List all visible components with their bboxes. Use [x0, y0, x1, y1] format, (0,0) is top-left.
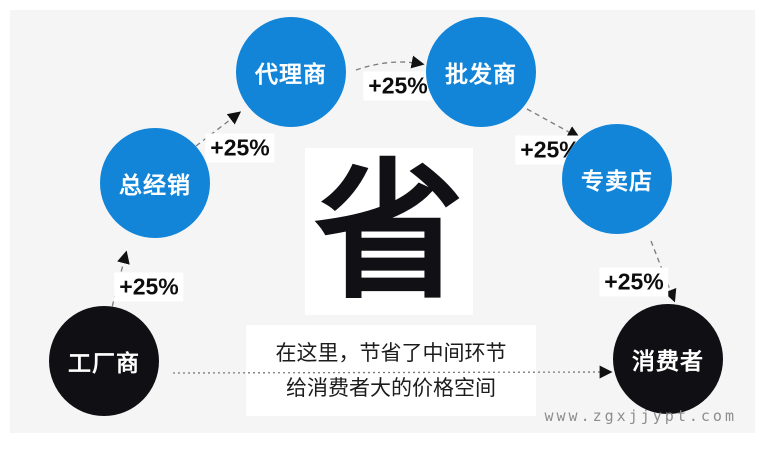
node-consumer: 消费者	[613, 304, 723, 414]
arrow-agent-to-wholesaler	[355, 55, 425, 71]
node-agent: 代理商	[236, 17, 346, 127]
node-wholesaler-label: 批发商	[445, 61, 517, 87]
node-wholesaler: 批发商	[426, 17, 536, 127]
markup-label-factory-general: +25%	[114, 272, 184, 302]
supply-chain-diagram: 省 在这里，节省了中间环节 给消费者大的价格空间 +25% +25% +25% …	[0, 0, 765, 443]
markup-label-specialty-consumer: +25%	[599, 267, 669, 297]
node-agent-label: 代理商	[255, 61, 327, 87]
markup-label-general-agent: +25%	[205, 133, 275, 163]
caption-line-1: 在这里，节省了中间环节	[275, 341, 507, 365]
node-specialty-store: 专卖店	[562, 124, 672, 234]
save-character: 省	[313, 147, 464, 316]
node-factory: 工厂商	[49, 306, 159, 416]
node-specialty-store-label: 专卖店	[581, 168, 653, 194]
site-watermark: www.zgxjjypt.com	[544, 407, 737, 425]
node-general-distributor-label: 总经销	[119, 172, 191, 198]
node-consumer-label: 消费者	[632, 348, 704, 374]
save-character-box: 省	[305, 148, 473, 315]
caption-line-2: 给消费者大的价格空间	[286, 376, 496, 400]
arrow-wholesaler-to-specialty	[526, 108, 581, 139]
markup-label-agent-wholesaler: +25%	[363, 71, 433, 101]
node-factory-label: 工厂商	[68, 350, 140, 376]
caption-box: 在这里，节省了中间环节 给消费者大的价格空间	[246, 325, 536, 416]
node-general-distributor: 总经销	[100, 128, 210, 238]
